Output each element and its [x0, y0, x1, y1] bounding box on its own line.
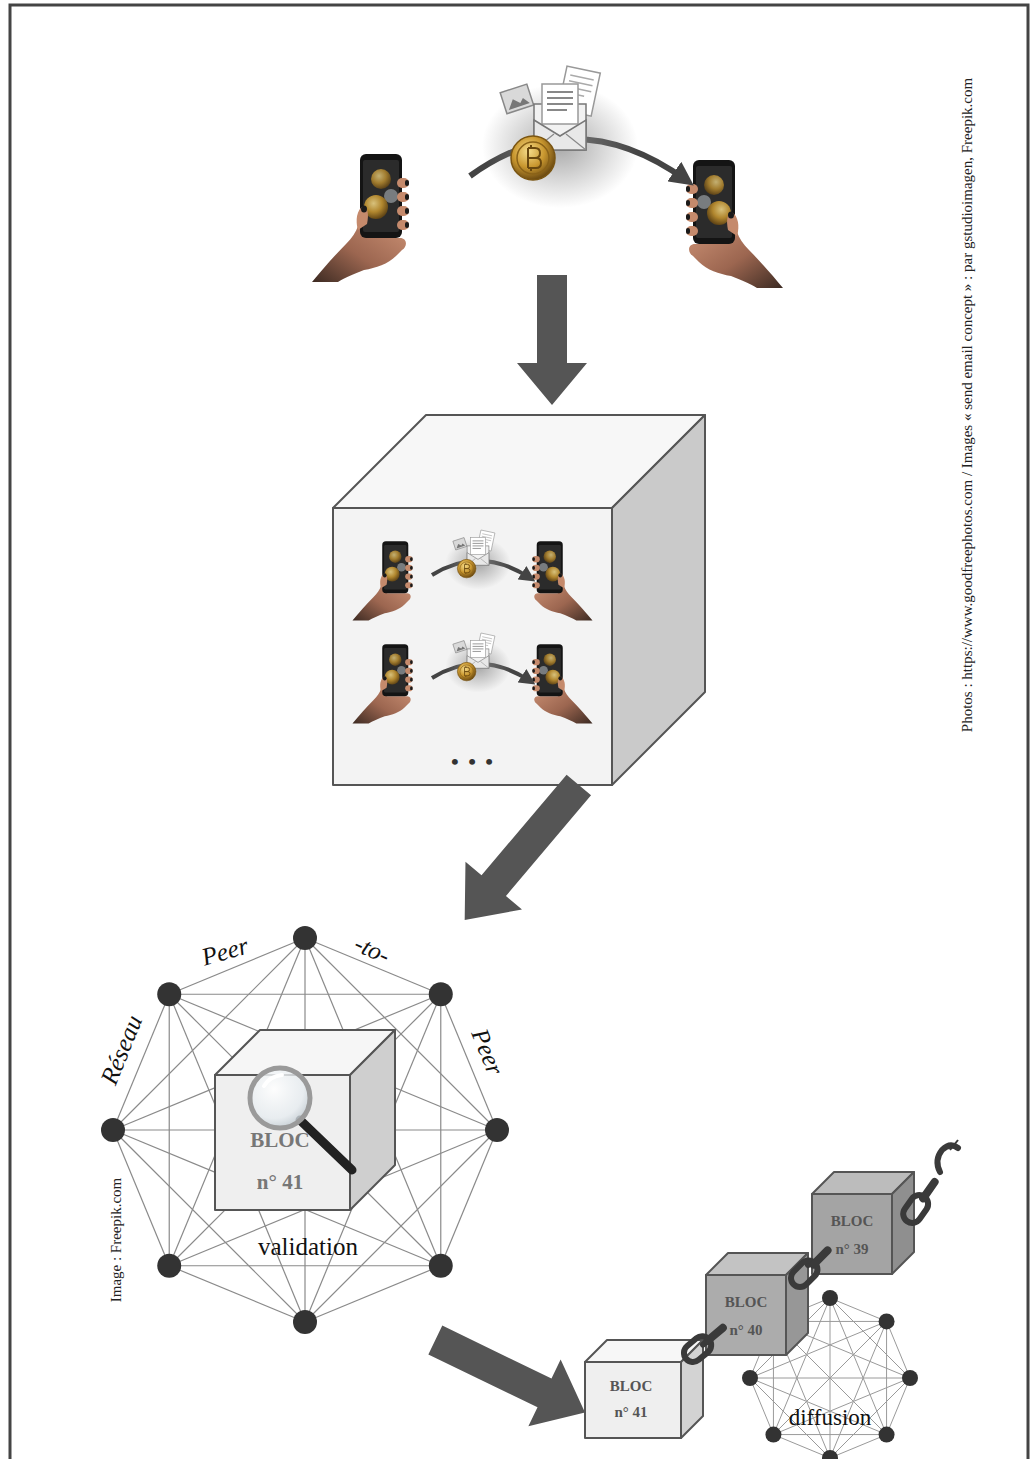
chained-block: BLOC n° 40	[706, 1253, 808, 1355]
node-text: Peer	[465, 1025, 509, 1080]
network-link	[305, 1266, 441, 1322]
network-link	[773, 1434, 886, 1435]
network-link	[773, 1321, 886, 1322]
network-peer	[822, 1450, 838, 1459]
cube-front-face	[215, 1075, 350, 1210]
network-peer	[429, 982, 453, 1006]
node-text: Peer	[198, 932, 251, 973]
network-peer	[157, 1254, 181, 1278]
network-link	[750, 1321, 887, 1378]
network-peer	[157, 982, 181, 1006]
network-peer	[822, 1290, 838, 1306]
node-text: BLOC n° 40	[720, 1288, 772, 1344]
flow-arrow	[428, 1326, 585, 1427]
node-text: diffusion	[789, 1405, 872, 1431]
sender-phone	[352, 541, 412, 620]
magnifier-handle	[300, 1120, 352, 1170]
network-peer	[293, 926, 317, 950]
network-peer	[485, 1118, 509, 1142]
network-link	[830, 1435, 887, 1458]
transfer-arc	[432, 561, 530, 578]
cube-front-face	[706, 1275, 786, 1355]
cube-outline	[333, 415, 705, 785]
node-text: -to-	[350, 930, 395, 971]
node-text: Réseau	[95, 1011, 149, 1089]
flow-arrow	[517, 275, 587, 405]
receiver-phone	[532, 644, 592, 723]
network-peer	[879, 1427, 895, 1443]
chain-link	[900, 1174, 945, 1227]
network-peer	[765, 1313, 781, 1329]
network-link	[169, 1265, 441, 1266]
network-peer	[879, 1313, 895, 1329]
receiver-phone	[532, 541, 592, 620]
network-link	[750, 1321, 773, 1378]
message-coin-icon	[445, 530, 511, 590]
frame-border	[10, 5, 1028, 1459]
broken-chain-end	[950, 1140, 958, 1150]
transactions-in-block	[352, 530, 592, 724]
network-link	[773, 1378, 910, 1435]
sender-receiver-illustration	[312, 66, 783, 288]
chain-link	[787, 1241, 836, 1290]
network-peer	[742, 1370, 758, 1386]
node-text: validation	[258, 1233, 358, 1262]
cube-outline	[215, 1030, 395, 1210]
network-peer	[429, 1254, 453, 1278]
sender-phone	[312, 154, 409, 282]
flow-arrow	[465, 775, 591, 920]
message-coin-icon	[445, 633, 511, 693]
cube-side-face	[612, 415, 705, 785]
magnifier-lens	[250, 1068, 310, 1128]
chain-connector	[808, 1262, 812, 1265]
cube-side-face	[681, 1340, 703, 1438]
network-link	[773, 1298, 830, 1321]
cube-side-face	[350, 1030, 395, 1210]
cube-front-face	[812, 1194, 892, 1274]
cube-side-face	[786, 1253, 808, 1355]
receiver-phone	[686, 160, 783, 288]
chained-block: BLOC n° 41	[585, 1340, 703, 1438]
network-link	[169, 994, 170, 1266]
network-link	[773, 1321, 910, 1378]
cube-front-face	[585, 1362, 681, 1438]
node-text: BLOC n° 39	[826, 1207, 878, 1263]
block-under-validation: BLOC n° 41validation	[215, 1030, 395, 1210]
chained-block: BLOC n° 39	[812, 1172, 914, 1274]
peer-to-peer-network: RéseauPeer-to-PeerBLOC n° 41validation	[95, 920, 515, 1340]
chain-connector	[703, 1342, 706, 1344]
node-text: • • •	[451, 749, 495, 774]
broken-chain-link	[937, 1145, 958, 1172]
cube-front-face	[333, 508, 612, 785]
transaction-block: • • •	[333, 415, 705, 785]
network-peer	[101, 1118, 125, 1142]
network-peer	[902, 1370, 918, 1386]
credit-note: Image : Freepik.com	[108, 1178, 125, 1303]
node-text: BLOC n° 41	[244, 1119, 316, 1203]
network-link	[750, 1378, 887, 1435]
network-link	[773, 1321, 830, 1458]
network-link	[169, 994, 441, 1266]
credit-note: Photos : https://www.goodfreephotos.com …	[959, 78, 976, 732]
network-link	[169, 994, 441, 995]
network-link	[113, 1130, 169, 1266]
network-link	[773, 1321, 774, 1434]
transfer-arc	[432, 664, 530, 681]
lens-highlight	[264, 1075, 282, 1086]
node-text: BLOC n° 41	[605, 1373, 657, 1425]
transfer-arc	[470, 139, 686, 180]
network-link	[773, 1321, 886, 1434]
chain-links	[680, 1140, 958, 1366]
cube-side-face	[892, 1172, 914, 1274]
sender-phone	[352, 644, 412, 723]
message-coin-icon	[482, 66, 638, 208]
network-link	[750, 1378, 773, 1435]
network-peer	[765, 1427, 781, 1443]
network-link	[830, 1321, 887, 1458]
chain-link	[680, 1318, 731, 1365]
network-peer	[293, 1310, 317, 1334]
magnifier-icon	[250, 1068, 352, 1170]
